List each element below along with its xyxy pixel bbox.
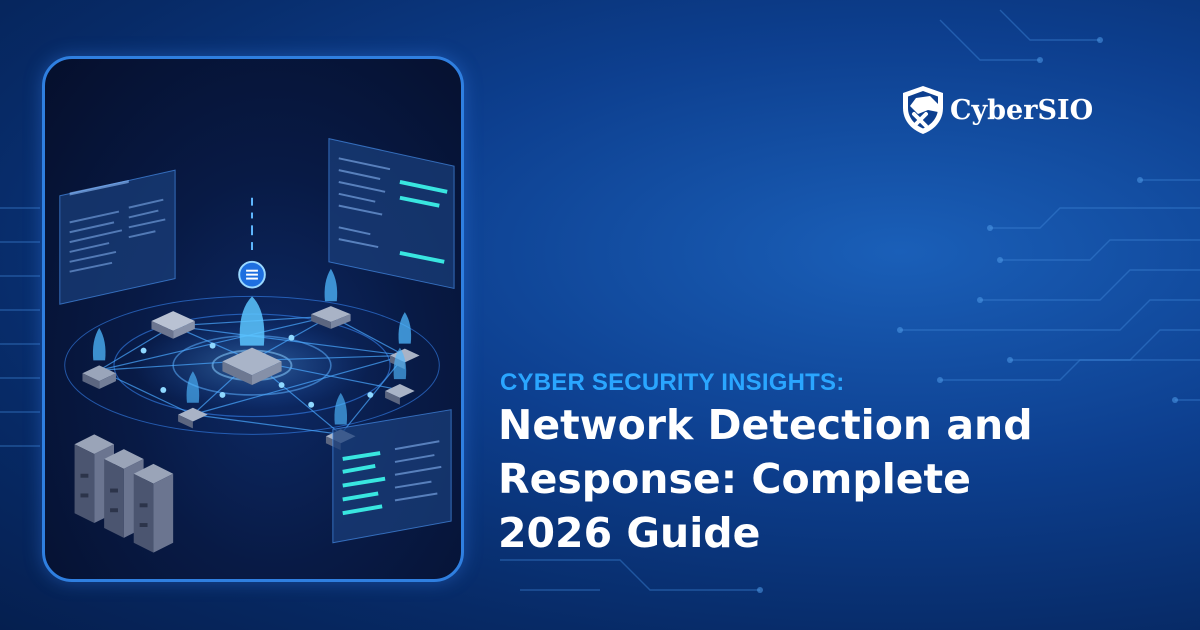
shield-cross-icon <box>903 86 943 134</box>
title-line-1: Network Detection and <box>498 401 1033 449</box>
network-illustration <box>59 137 455 553</box>
article-eyebrow: CYBER SECURITY INSIGHTS: <box>500 369 845 396</box>
brand-name: CyberSIO <box>950 94 1094 126</box>
title-line-2: Response: Complete <box>498 455 971 503</box>
brand-logo[interactable]: CyberSIO <box>900 82 1093 138</box>
article-title: Network Detection and Response: Complete… <box>498 398 1178 560</box>
hero-illustration-card <box>42 56 464 582</box>
title-line-3: 2026 Guide <box>498 509 761 557</box>
